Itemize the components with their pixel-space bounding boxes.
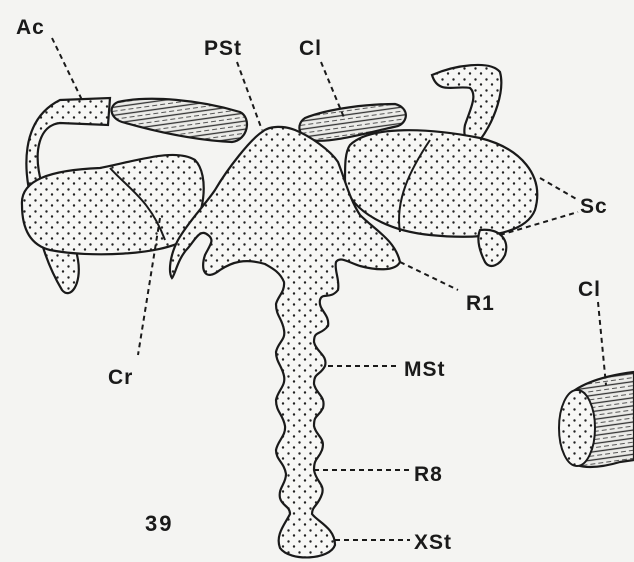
label-sc: Sc [580,195,608,218]
label-r8: R8 [414,463,443,486]
leader-cl-right [598,302,606,385]
right-coracoid [345,130,537,237]
label-xst: XSt [414,531,452,554]
label-mst: MSt [404,358,446,381]
left-clavicle [112,99,247,142]
leader-r1 [400,262,458,290]
label-ac: Ac [16,16,45,39]
label-cr: Cr [108,366,133,389]
label-cl-right: Cl [578,278,601,301]
label-pst: PSt [204,37,242,60]
label-cl-top: Cl [299,37,322,60]
leader-sc-1 [540,178,578,200]
leader-ac [52,38,82,100]
figure-number: 39 [145,511,173,536]
label-r1: R1 [466,292,495,315]
right-humerus-articular-surface [559,390,595,466]
